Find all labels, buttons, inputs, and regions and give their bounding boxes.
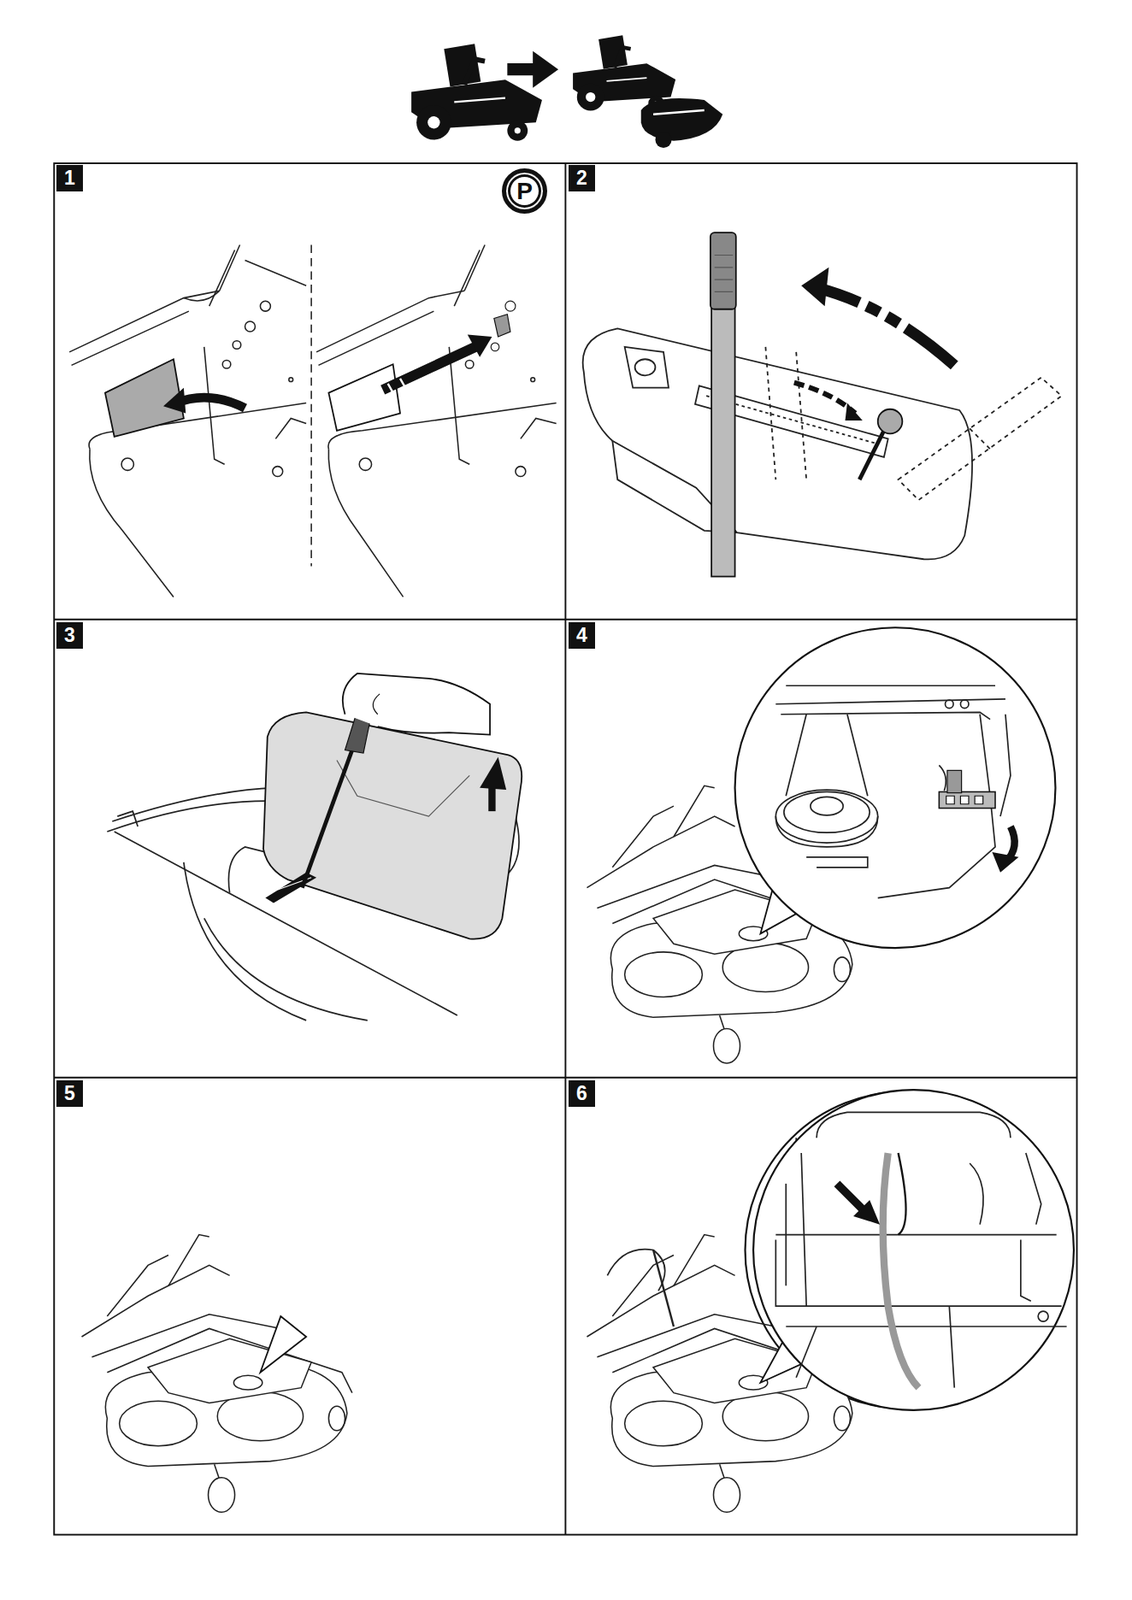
step-number: 2 xyxy=(576,168,588,189)
step-number: 3 xyxy=(64,625,76,646)
step-number-box: 6 xyxy=(568,1080,596,1108)
step-number: 4 xyxy=(576,625,588,646)
step-number: 1 xyxy=(64,168,76,189)
step-number: 5 xyxy=(64,1084,76,1104)
symbol-letter: P xyxy=(516,179,533,204)
step-number-box: 1 xyxy=(56,165,83,192)
step-number-box: 2 xyxy=(568,165,596,192)
step-number-box: 5 xyxy=(56,1080,83,1108)
step-number-box: 4 xyxy=(568,622,596,649)
step-number: 6 xyxy=(576,1084,588,1104)
step-number-box: 3 xyxy=(56,622,83,649)
parking-brake-symbol: P xyxy=(501,168,548,214)
